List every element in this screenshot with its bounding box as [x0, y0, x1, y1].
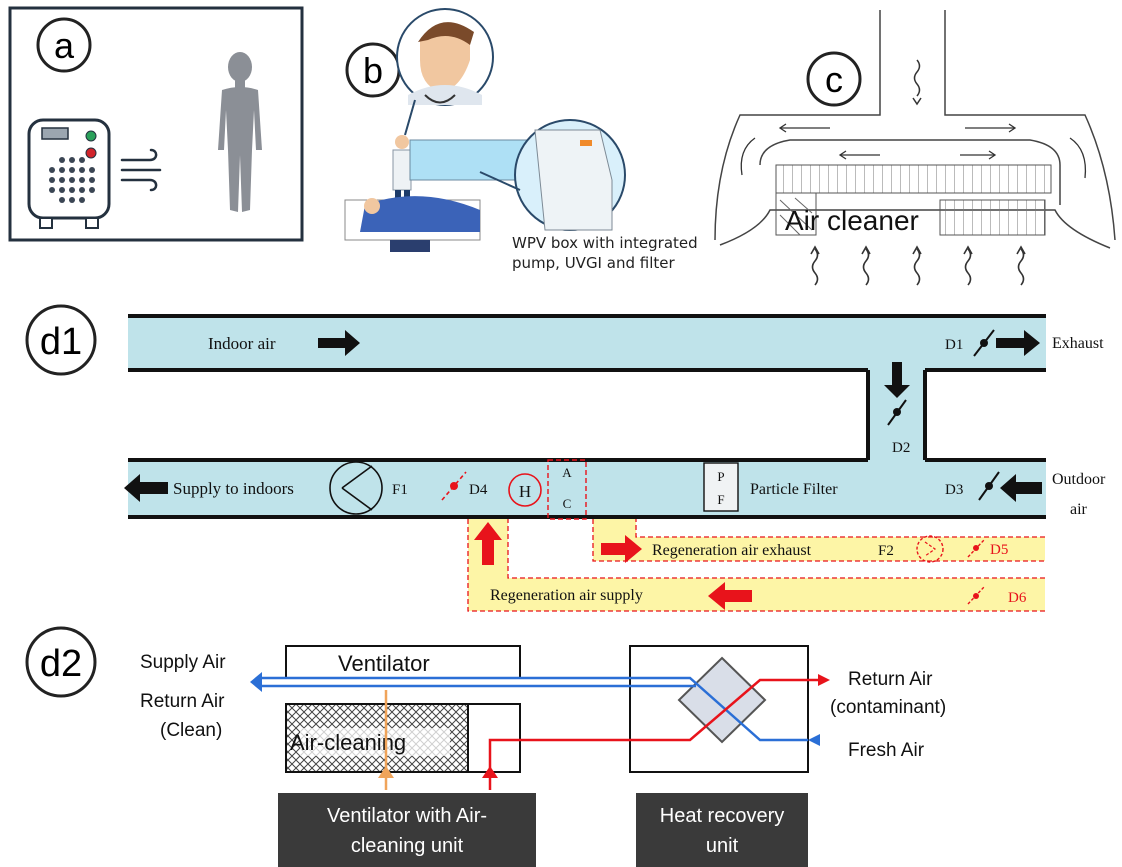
panel-b: b WP — [338, 6, 698, 282]
air-cleaner-label: Air cleaner — [785, 205, 919, 236]
ventilator-air-cleaning-caption-box — [278, 793, 536, 867]
damper-d5-icon — [967, 539, 985, 558]
damper-d1-label: D1 — [945, 337, 963, 353]
orange-arrow-icon — [378, 766, 394, 778]
damper-d6-label: D6 — [1008, 590, 1027, 606]
pf-label-line1: P — [717, 469, 724, 484]
damper-d3-label: D3 — [945, 482, 963, 498]
damper-d2-icon — [887, 399, 907, 426]
return-air-contaminant-line2: (contaminant) — [830, 697, 946, 718]
outdoor-air-label-line1: Outdoor — [1052, 471, 1106, 488]
damper-d3-icon — [978, 471, 1000, 501]
panel-c: c Air cleaner — [714, 10, 1116, 286]
hospital-bed — [344, 196, 481, 252]
regen-exhaust-label: Regeneration air exhaust — [652, 542, 812, 559]
person-figure — [218, 52, 262, 212]
damper-d2-label: D2 — [892, 440, 910, 456]
damper-d6-icon — [967, 586, 985, 605]
fresh-air-label: Fresh Air — [848, 740, 925, 761]
regen-supply-label: Regeneration air supply — [490, 587, 643, 604]
wind-icon — [120, 148, 162, 192]
indoor-air-label: Indoor air — [208, 334, 276, 353]
regen-supply-arrow-icon — [708, 582, 752, 610]
return-air-clean-line1: Return Air — [140, 691, 225, 712]
fresh-air-arrow-head-icon — [808, 734, 820, 746]
heater-label: H — [519, 482, 531, 501]
panel-d1: d1 Indoor air D1 Exhaust D2 — [25, 304, 1106, 612]
air-cleaner-ac-box — [547, 459, 587, 520]
panel-b-label: b — [363, 50, 383, 91]
caption-box2-line2: unit — [706, 835, 739, 857]
air-cleaner-grid-top — [775, 164, 1052, 194]
supply-arrow-head-icon — [250, 672, 262, 692]
air-cleaner-grid-right — [939, 199, 1046, 236]
regen-up-arrow-icon — [474, 522, 502, 565]
outdoor-air-arrow-icon — [1000, 474, 1042, 502]
outdoor-air-label-line2: air — [1070, 501, 1088, 518]
air-purifier-icon — [27, 118, 111, 229]
particle-filter-box — [703, 462, 739, 512]
indoor-air-duct — [128, 316, 1046, 370]
down-arrow-icon — [884, 362, 910, 398]
heat-recovery-caption-box — [636, 793, 808, 867]
panel-c-badge — [806, 51, 862, 107]
damper-d4-icon — [441, 471, 467, 501]
panel-a-badge — [36, 17, 92, 73]
doctor-callout-icon — [396, 8, 494, 106]
indoor-air-arrow-icon — [318, 330, 360, 356]
return-arrow-head-icon — [818, 674, 830, 686]
panel-d1-label: d1 — [40, 321, 82, 363]
damper-d5-label: D5 — [990, 542, 1008, 558]
supply-to-indoors-label: Supply to indoors — [173, 479, 294, 498]
caption-box2-line1: Heat recovery — [660, 805, 785, 827]
fan-f1-label: F1 — [392, 482, 408, 498]
pf-label-line2: F — [717, 492, 724, 507]
regen-exhaust-arrow-icon — [601, 535, 642, 563]
heater-icon — [508, 473, 542, 507]
caption-box1-line2: cleaning unit — [351, 835, 464, 857]
panel-d1-badge — [25, 304, 97, 376]
return-air-clean-line2: (Clean) — [160, 720, 222, 741]
exhaust-label: Exhaust — [1052, 335, 1104, 352]
wpv-caption-line1: WPV box with integrated — [512, 234, 698, 252]
return-air-path — [488, 678, 818, 790]
air-cleaning-label: Air-cleaning — [290, 730, 406, 755]
ventilator-label: Ventilator — [338, 651, 430, 676]
wpv-caption-line2: pump, UVGI and filter — [512, 254, 675, 272]
fan-f1-icon — [329, 461, 383, 515]
return-intake-arrow-icon — [482, 766, 498, 778]
particle-filter-label: Particle Filter — [750, 481, 838, 498]
panel-d2-badge — [25, 626, 97, 698]
panel-a-label: a — [54, 25, 75, 66]
caption-box1-line1: Ventilator with Air- — [327, 805, 487, 827]
supply-air-label: Supply Air — [140, 652, 226, 673]
damper-d1-icon — [973, 329, 995, 357]
damper-d4-label: D4 — [469, 482, 488, 498]
panel-a: a — [8, 6, 304, 242]
ac-label-line1: A — [562, 465, 572, 480]
fan-f2-icon — [916, 535, 944, 563]
panel-d2: d2 Supply Air Return Air (Clean) Ventila… — [25, 626, 946, 867]
supply-air-duct — [128, 460, 1046, 517]
return-air-contaminant-line1: Return Air — [848, 669, 933, 690]
supply-arrow-icon — [124, 474, 168, 502]
panel-c-label: c — [825, 59, 843, 100]
wpv-box-callout — [514, 119, 626, 231]
fan-f2-label: F2 — [878, 543, 894, 559]
ac-label-line2: C — [563, 496, 572, 511]
exhaust-arrow-icon — [996, 330, 1040, 356]
ventilator-box — [285, 645, 521, 679]
inlet-airflow-arrows — [810, 245, 1026, 286]
panel-d2-label: d2 — [40, 643, 82, 685]
